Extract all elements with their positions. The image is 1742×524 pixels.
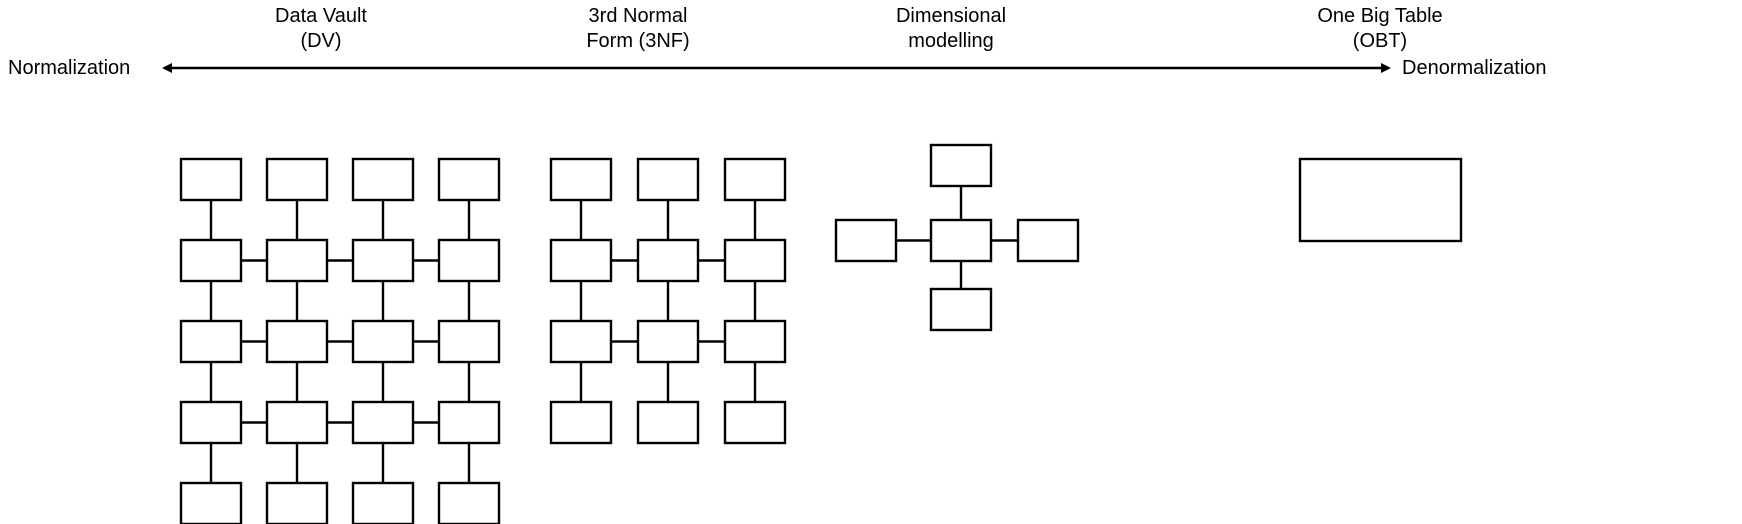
entity-box[interactable] <box>723 319 787 364</box>
category-caption-data-vault: Data Vault (DV) <box>275 5 367 52</box>
entity-box[interactable] <box>179 238 243 283</box>
entity-box[interactable] <box>636 238 700 283</box>
entity-box[interactable] <box>265 157 329 202</box>
entity-box[interactable] <box>723 400 787 445</box>
entity-box[interactable] <box>351 319 415 364</box>
entity-box[interactable] <box>723 157 787 202</box>
entity-box[interactable] <box>437 481 501 524</box>
entity-box[interactable] <box>549 319 613 364</box>
entity-box[interactable] <box>351 481 415 524</box>
wide-table-box[interactable] <box>1298 157 1463 243</box>
category-caption-dimensional: Dimensional modelling <box>895 5 1007 52</box>
axis-label-normalization: Normalization <box>8 57 131 79</box>
third-normal-form-model <box>549 157 787 445</box>
fact-box[interactable] <box>929 218 993 263</box>
entity-box[interactable] <box>437 400 501 445</box>
dimension-box-top[interactable] <box>929 143 993 188</box>
entity-box[interactable] <box>351 400 415 445</box>
entity-box[interactable] <box>636 157 700 202</box>
entity-box[interactable] <box>351 238 415 283</box>
entity-box[interactable] <box>265 319 329 364</box>
one-big-table-model <box>1298 157 1463 243</box>
entity-box[interactable] <box>179 319 243 364</box>
data-vault-model <box>179 157 501 524</box>
entity-box[interactable] <box>636 319 700 364</box>
entity-box[interactable] <box>723 238 787 283</box>
entity-box[interactable] <box>549 400 613 445</box>
entity-box[interactable] <box>179 157 243 202</box>
entity-box[interactable] <box>265 238 329 283</box>
entity-box[interactable] <box>437 319 501 364</box>
axis-label-denormalization: Denormalization <box>1402 57 1547 79</box>
entity-box[interactable] <box>549 157 613 202</box>
entity-box[interactable] <box>437 157 501 202</box>
entity-box[interactable] <box>437 238 501 283</box>
entity-box[interactable] <box>636 400 700 445</box>
dimension-box-left[interactable] <box>834 218 898 263</box>
category-caption-obt: One Big Table (OBT) <box>1317 5 1443 52</box>
entity-box[interactable] <box>179 481 243 524</box>
entity-box[interactable] <box>351 157 415 202</box>
entity-box[interactable] <box>549 238 613 283</box>
dimension-box-right[interactable] <box>1016 218 1080 263</box>
entity-box[interactable] <box>265 400 329 445</box>
normalization-axis-arrow <box>162 63 1391 73</box>
entity-box[interactable] <box>265 481 329 524</box>
dimension-box-bottom[interactable] <box>929 287 993 332</box>
entity-box[interactable] <box>179 400 243 445</box>
category-caption-3nf: 3rd Normal Form (3NF) <box>586 5 690 52</box>
dimensional-model <box>834 143 1080 332</box>
